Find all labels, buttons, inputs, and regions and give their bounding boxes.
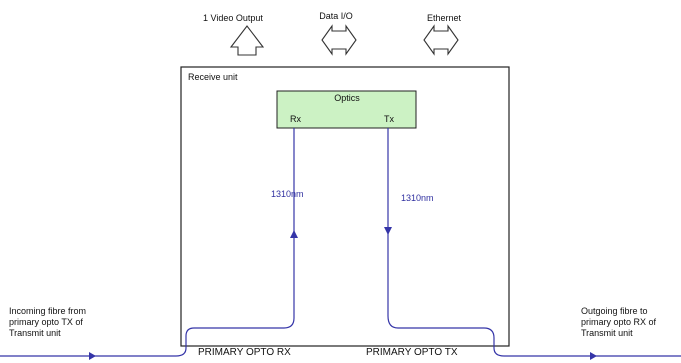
receive-unit-title: Receive unit	[188, 72, 238, 82]
outgoing-fibre-arrowhead	[590, 352, 597, 360]
tx-fibre-down-arrowhead	[384, 227, 392, 235]
incoming-fibre-line	[0, 128, 295, 357]
optics-box	[276, 90, 417, 129]
incoming-fibre-arrowhead	[89, 352, 96, 360]
optics-tx-label: Tx	[384, 114, 394, 124]
ethernet-arrow	[423, 24, 459, 56]
optics-title: Optics	[334, 93, 360, 103]
data-io-label: Data I/O	[319, 11, 353, 21]
tx-wavelength-label: 1310nm	[401, 193, 434, 203]
rx-fibre-up-arrowhead	[290, 230, 298, 238]
optics-rx-label: Rx	[290, 114, 301, 124]
primary-opto-tx-label: PRIMARY OPTO TX	[366, 347, 458, 358]
video-output-label: 1 Video Output	[203, 13, 263, 23]
ethernet-label: Ethernet	[426, 13, 462, 23]
rx-wavelength-label: 1310nm	[271, 189, 304, 199]
outgoing-fibre-line	[387, 128, 681, 357]
incoming-fibre-note: Incoming fibre from primary opto TX of T…	[9, 306, 87, 338]
primary-opto-rx-label: PRIMARY OPTO RX	[198, 347, 291, 358]
data-io-arrow	[321, 24, 357, 56]
video-output-arrow	[229, 25, 265, 56]
outgoing-fibre-note: Outgoing fibre to primary opto RX of Tra…	[581, 306, 657, 338]
